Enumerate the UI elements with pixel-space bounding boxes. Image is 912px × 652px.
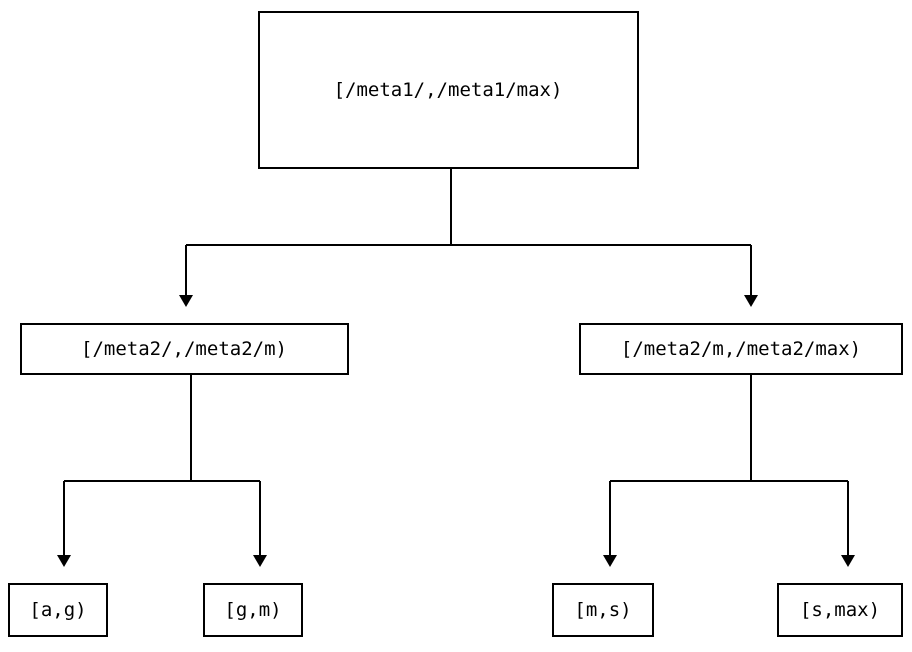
node-leaf-m-s-label: [m,s) [574,599,631,621]
node-leaf-a-g[interactable]: [a,g) [8,583,108,637]
node-group: [/meta1/,/meta1/max) [/meta2/,/meta2/m) … [8,11,903,637]
arrow-head-icon [179,295,193,307]
node-leaf-g-m-box[interactable] [203,583,303,637]
node-level2-left[interactable]: [/meta2/,/meta2/m) [20,323,349,375]
node-level2-right[interactable]: [/meta2/m,/meta2/max) [579,323,903,375]
node-leaf-a-g-box[interactable] [8,583,108,637]
arrow-head-icon [253,555,267,567]
node-level2-right-box[interactable] [579,323,903,375]
node-leaf-s-max-box[interactable] [777,583,903,637]
connector-level2-right-to-leaf-s-max [610,374,855,567]
node-root[interactable]: [/meta1/,/meta1/max) [258,11,639,169]
connector-root-to-level2-left [179,168,751,307]
arrow-head-icon [603,555,617,567]
node-leaf-g-m[interactable]: [g,m) [203,583,303,637]
connector-level2-right-to-leaf-m-s [603,374,848,567]
arrow-head-icon [841,555,855,567]
connector-level2-left-to-leaf-a-g [57,374,260,567]
connector-level2-left-to-leaf-g-m [64,374,267,567]
node-level2-left-box[interactable] [20,323,349,375]
edge-group [57,168,855,567]
node-level2-right-label: [/meta2/m,/meta2/max) [621,338,861,360]
arrow-head-icon [57,555,71,567]
node-leaf-s-max-label: [s,max) [800,599,880,621]
connector-root-to-level2-right [186,168,758,307]
node-leaf-s-max[interactable]: [s,max) [777,583,903,637]
node-leaf-m-s[interactable]: [m,s) [552,583,654,637]
node-root-label: [/meta1/,/meta1/max) [334,79,563,101]
node-root-box[interactable] [258,11,639,169]
node-leaf-g-m-label: [g,m) [224,599,281,621]
node-leaf-a-g-label: [a,g) [29,599,86,621]
node-leaf-m-s-box[interactable] [552,583,654,637]
node-level2-left-label: [/meta2/,/meta2/m) [81,338,287,360]
arrow-head-icon [744,295,758,307]
